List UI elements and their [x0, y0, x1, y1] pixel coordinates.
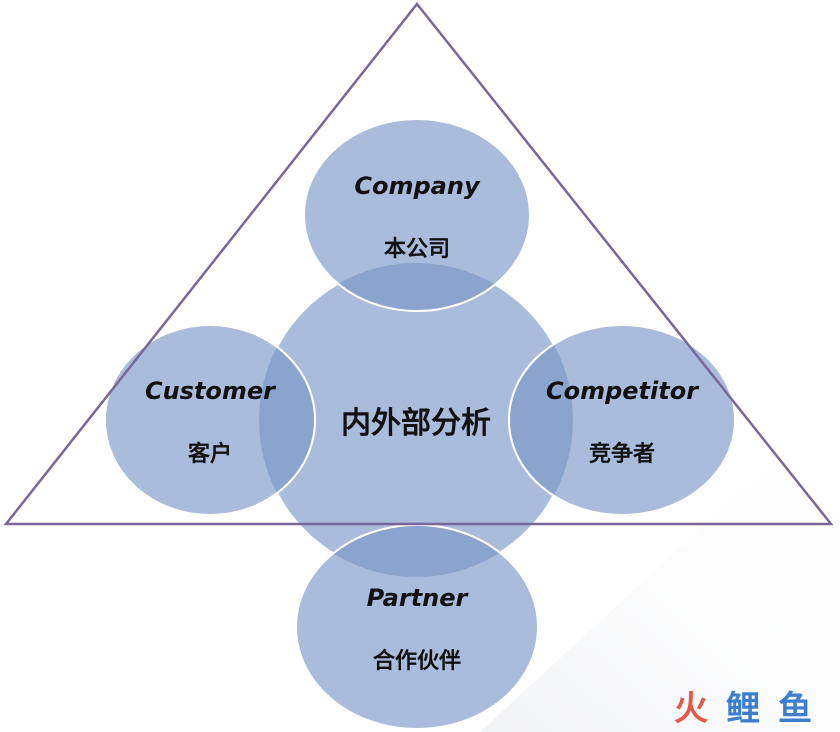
- company-label-cn: 本公司: [384, 237, 450, 262]
- watermark-char-2: 鲤: [726, 689, 760, 729]
- overlap-competitor: [508, 324, 573, 516]
- competitor-label: Competitor: [546, 377, 700, 405]
- watermark-char-3: 鱼: [778, 689, 812, 729]
- watermark-logo: 火 鲤 鱼: [674, 689, 812, 729]
- partner-label-cn: 合作伙伴: [373, 648, 461, 674]
- partner-label: Partner: [367, 584, 470, 612]
- watermark-char-1: 火: [674, 689, 708, 729]
- triangle-outline: [3, 1, 834, 526]
- center-label: 内外部分析: [341, 406, 491, 441]
- customer-label: Customer: [145, 377, 277, 405]
- customer-label-cn: 客户: [188, 441, 232, 467]
- background-shade: [480, 400, 840, 732]
- competitor-label-cn: 竞争者: [589, 441, 655, 467]
- company-label: Company: [354, 172, 481, 200]
- overlap-company: [303, 263, 531, 312]
